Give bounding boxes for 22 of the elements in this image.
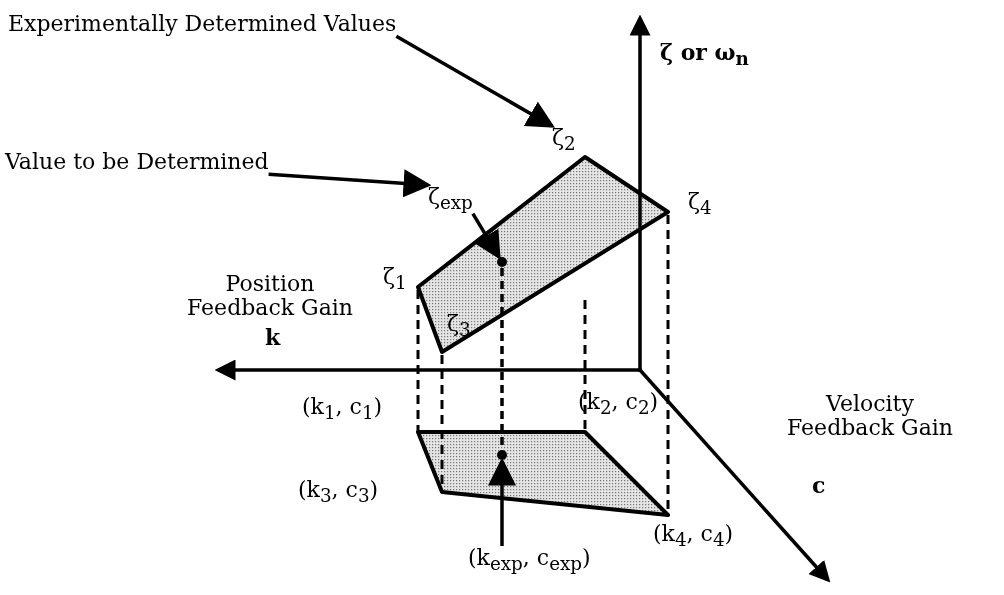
value-label: ζ$_{3}$	[447, 312, 471, 341]
value-label: ζ$_{1}$	[383, 265, 407, 294]
axis-title: Velocity Feedback Gain	[786, 392, 954, 441]
coordinate-label: (k$_{1}$, c$_{1}$)	[302, 395, 383, 424]
leader-arrow	[268, 169, 432, 198]
callout-text: Value to be Determined	[5, 150, 269, 175]
axis-label: ζ or ω$_{n}$	[660, 40, 749, 70]
value-label: ζ$_{4}$	[688, 190, 712, 219]
leader-arrow	[395, 34, 556, 128]
callout-text: Experimentally Determined Values	[8, 12, 397, 37]
leader-arrow	[471, 212, 501, 260]
coordinate-label: (k$_{2}$, c$_{2}$)	[578, 390, 659, 419]
axis-label: c	[812, 473, 826, 498]
leader-arrow	[488, 457, 516, 546]
coordinate-label: (k$_{3}$, c$_{3}$)	[298, 478, 379, 507]
coordinate-label: (k$_{exp}$, c$_{exp}$)	[468, 546, 591, 575]
data-point	[497, 450, 507, 460]
value-label: ζ$_{exp}$	[428, 185, 473, 214]
data-point	[497, 257, 507, 267]
value-label: ζ$_{2}$	[552, 126, 576, 155]
coordinate-label: (k$_{4}$, c$_{4}$)	[653, 522, 734, 551]
axis-label: k	[265, 325, 281, 350]
